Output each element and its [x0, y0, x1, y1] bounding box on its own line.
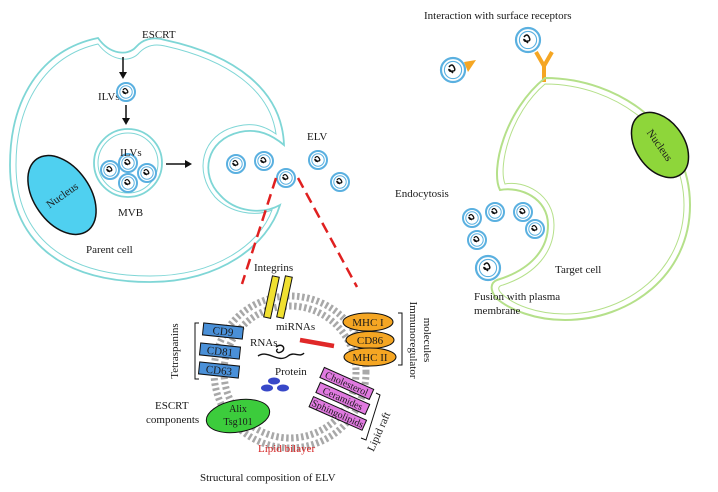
- mhc1-marker: MHC I: [342, 312, 394, 332]
- lipid-raft-bracket: [360, 392, 381, 441]
- interaction-title: Interaction with surface receptors: [424, 10, 572, 22]
- endocytosis-vesicle: [467, 230, 487, 250]
- mhc2-label: MHC II: [352, 352, 387, 364]
- rnas-label: RNAs: [250, 337, 278, 349]
- parent-cell-label: Parent cell: [86, 244, 133, 256]
- lipid-bilayer-label: Lipid bilayer: [258, 443, 315, 455]
- escrt-complex: Alix Tsg101: [205, 398, 271, 434]
- mvb-vesicle: [137, 163, 157, 183]
- mirna-strand: [299, 337, 335, 349]
- parent-cell-membrane: [9, 36, 285, 283]
- protein-label: Protein: [275, 366, 307, 378]
- elv-vesicle: [254, 151, 274, 171]
- parent-cell-membrane-inner: [15, 43, 277, 277]
- escrt-components-label-line1: ESCRT: [155, 400, 189, 412]
- cd63-label: CD63: [205, 364, 233, 379]
- mirnas-label: miRNAs: [276, 321, 315, 333]
- arrowhead-escrt: [119, 72, 127, 79]
- integrins-label: Integrins: [254, 262, 293, 274]
- target-cell-membrane: [490, 76, 692, 322]
- arrowhead-ilv: [122, 118, 130, 125]
- nucleus-parent: Nucleus: [27, 154, 97, 236]
- endocytosis-vesicle: [485, 202, 505, 222]
- fusion-label-line2: membrane: [474, 305, 521, 317]
- elv-vesicle: [330, 172, 350, 192]
- elv-vesicle: [226, 154, 246, 174]
- cd9-marker: CD9: [201, 322, 245, 340]
- zoom-line-right: [296, 177, 359, 288]
- ilvs-top-label: ILVs: [98, 91, 120, 103]
- cd86-marker: CD86: [345, 331, 395, 349]
- ilvs-mvb-label: ILVs: [120, 147, 142, 159]
- cd63-marker: CD63: [197, 361, 241, 379]
- tetraspanins-label: Tetraspanins: [169, 323, 181, 378]
- mvb: [93, 128, 163, 198]
- target-cell-membrane-inner: [498, 83, 685, 315]
- mhc2-marker: MHC II: [343, 347, 397, 367]
- cd81-label: CD81: [206, 345, 233, 360]
- ilv-vesicle: [116, 82, 136, 102]
- endocytosis-label: Endocytosis: [395, 188, 449, 200]
- fusion-label-line1: Fusion with plasma: [474, 291, 560, 303]
- cd86-label: CD86: [357, 335, 384, 347]
- immunoregulator-label-line1: Immunoregulator: [407, 302, 419, 379]
- zoom-line-left: [240, 177, 278, 285]
- structural-caption: Structural composition of ELV: [200, 472, 336, 484]
- alix-label: Alix: [229, 404, 247, 415]
- target-cell-label: Target cell: [555, 264, 601, 276]
- rna-loop: [275, 344, 285, 354]
- mvb-vesicle: [118, 173, 138, 193]
- elv-vesicle: [276, 168, 296, 188]
- rna-strand: [257, 352, 305, 360]
- ligand-vesicle: [439, 56, 467, 84]
- mhc1-label: MHC I: [352, 317, 384, 329]
- escrt-label: ESCRT: [142, 29, 176, 41]
- integrin-dimer: [263, 275, 293, 319]
- immuno-bracket: [398, 312, 403, 366]
- elv-label: ELV: [307, 131, 327, 143]
- immunoregulator-label-line2-visible: molecules: [421, 318, 433, 363]
- cd9-label: CD9: [212, 325, 234, 339]
- escrt-components-label-line2: components: [146, 414, 199, 426]
- ligand-triangle: [464, 60, 476, 72]
- cd81-marker: CD81: [198, 342, 242, 360]
- elv-vesicle: [308, 150, 328, 170]
- endocytosis-vesicle: [462, 208, 482, 228]
- receptor-bound-vesicle: [514, 26, 542, 54]
- lipid-raft-label: Lipid raft: [365, 410, 393, 453]
- tetraspanin-bracket: [194, 322, 199, 380]
- mvb-vesicle: [100, 160, 120, 180]
- endocytosis-vesicle: [525, 219, 545, 239]
- protein-blobs: [261, 377, 289, 392]
- fusion-vesicle: [474, 254, 502, 282]
- arrowhead-mvb: [185, 160, 192, 168]
- nucleus-target: Nucleus: [630, 111, 690, 179]
- mvb-label: MVB: [118, 207, 143, 219]
- tsg101-label: Tsg101: [223, 417, 252, 428]
- endocytosis-vesicle: [513, 202, 533, 222]
